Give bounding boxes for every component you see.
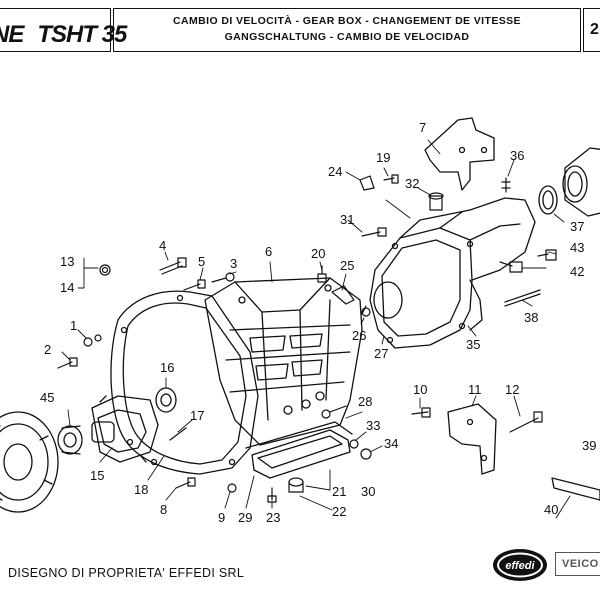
seal-ring-drawing	[538, 185, 558, 215]
callout-35: 36	[510, 148, 524, 163]
page-number: 2	[590, 21, 599, 38]
callout-6: 6	[265, 244, 272, 259]
clutch-disc-drawing	[0, 411, 59, 513]
callout-37: 37	[570, 219, 584, 234]
callout-28: 28	[358, 394, 372, 409]
callout-11: 11	[468, 382, 482, 397]
callout-4: 4	[159, 238, 166, 253]
callout-30: 30	[361, 484, 375, 499]
callout-36: 35	[466, 337, 480, 352]
bearing-guide-15-drawing	[91, 395, 159, 463]
callout-12: 12	[505, 382, 519, 397]
title-box: CAMBIO DI VELOCITÀ - GEAR BOX - CHANGEME…	[113, 8, 581, 52]
callout-18: 18	[134, 482, 148, 497]
callout-27: 27	[374, 346, 388, 361]
model-code: TSHT 35	[37, 21, 127, 48]
callout-23: 23	[266, 510, 280, 525]
callout-13: 13	[60, 254, 74, 269]
callout-16: 16	[160, 360, 174, 375]
bracket-11-drawing	[447, 403, 497, 475]
callout-1: 1	[70, 318, 77, 333]
seal-16-drawing	[155, 387, 177, 413]
callout-17: 17	[190, 408, 204, 423]
callout-2: 2	[44, 342, 51, 357]
callout-31: 31	[340, 212, 354, 227]
fasteners-drawing	[57, 174, 557, 503]
callout-38: 38	[524, 310, 538, 325]
gearbox-case-drawing	[204, 277, 363, 446]
callout-43: 43	[570, 240, 584, 255]
model-name: NE TSHT 35	[0, 21, 127, 49]
callout-25: 25	[340, 258, 354, 273]
rear-housing-drawing	[369, 197, 536, 349]
ownership-notice: DISEGNO DI PROPRIETA' EFFEDI SRL	[8, 566, 245, 580]
callout-29: 29	[238, 510, 252, 525]
callout-8: 8	[160, 502, 167, 517]
callout-14: 14	[60, 280, 74, 295]
callout-45: 45	[40, 390, 54, 405]
cover-37-drawing	[562, 147, 600, 217]
model-prefix-fragment: NE	[0, 21, 24, 48]
bearing-45-drawing	[57, 425, 83, 455]
callout-5: 5	[198, 254, 205, 269]
brand-fragment: VEICO	[555, 552, 600, 576]
model-box: NE TSHT 35	[0, 8, 127, 52]
oil-pan-29-drawing	[245, 421, 353, 479]
callout-42: 42	[570, 264, 584, 279]
callout-33: 33	[366, 418, 380, 433]
callout-21: 21	[332, 484, 346, 499]
title-line-2: GANGSCHALTUNG - CAMBIO DE VELOCIDAD	[224, 31, 470, 43]
callout-3: 3	[230, 256, 237, 271]
callout-39: 39	[582, 438, 596, 453]
callout-15: 15	[90, 468, 104, 483]
callout-9: 9	[218, 510, 225, 525]
title-line-1: CAMBIO DI VELOCITÀ - GEAR BOX - CHANGEME…	[173, 15, 521, 27]
callout-7: 7	[419, 120, 426, 135]
header: NE TSHT 35 CAMBIO DI VELOCITÀ - GEAR BOX …	[0, 0, 600, 56]
callout-10: 10	[413, 382, 427, 397]
callout-26: 26	[352, 328, 366, 343]
logo-text: effedi	[505, 560, 535, 572]
page-number-box: 2	[583, 8, 600, 52]
callout-40: 40	[544, 502, 558, 517]
callout-34: 34	[384, 436, 398, 451]
bracket-7-drawing	[424, 117, 495, 191]
callout-19: 19	[376, 150, 390, 165]
rod-40-drawing	[551, 477, 600, 501]
callout-32: 32	[405, 176, 419, 191]
effedi-logo: effedi	[493, 549, 547, 581]
bell-housing-drawing	[110, 290, 259, 475]
callout-20: 20	[311, 246, 325, 261]
callout-24: 24	[328, 164, 342, 179]
callout-22: 22	[332, 504, 346, 519]
callout-labels: 13 14 1 2 45 15 16 17 18 8 9 29 23 21 30…	[40, 120, 596, 525]
leader-lines	[61, 139, 571, 519]
